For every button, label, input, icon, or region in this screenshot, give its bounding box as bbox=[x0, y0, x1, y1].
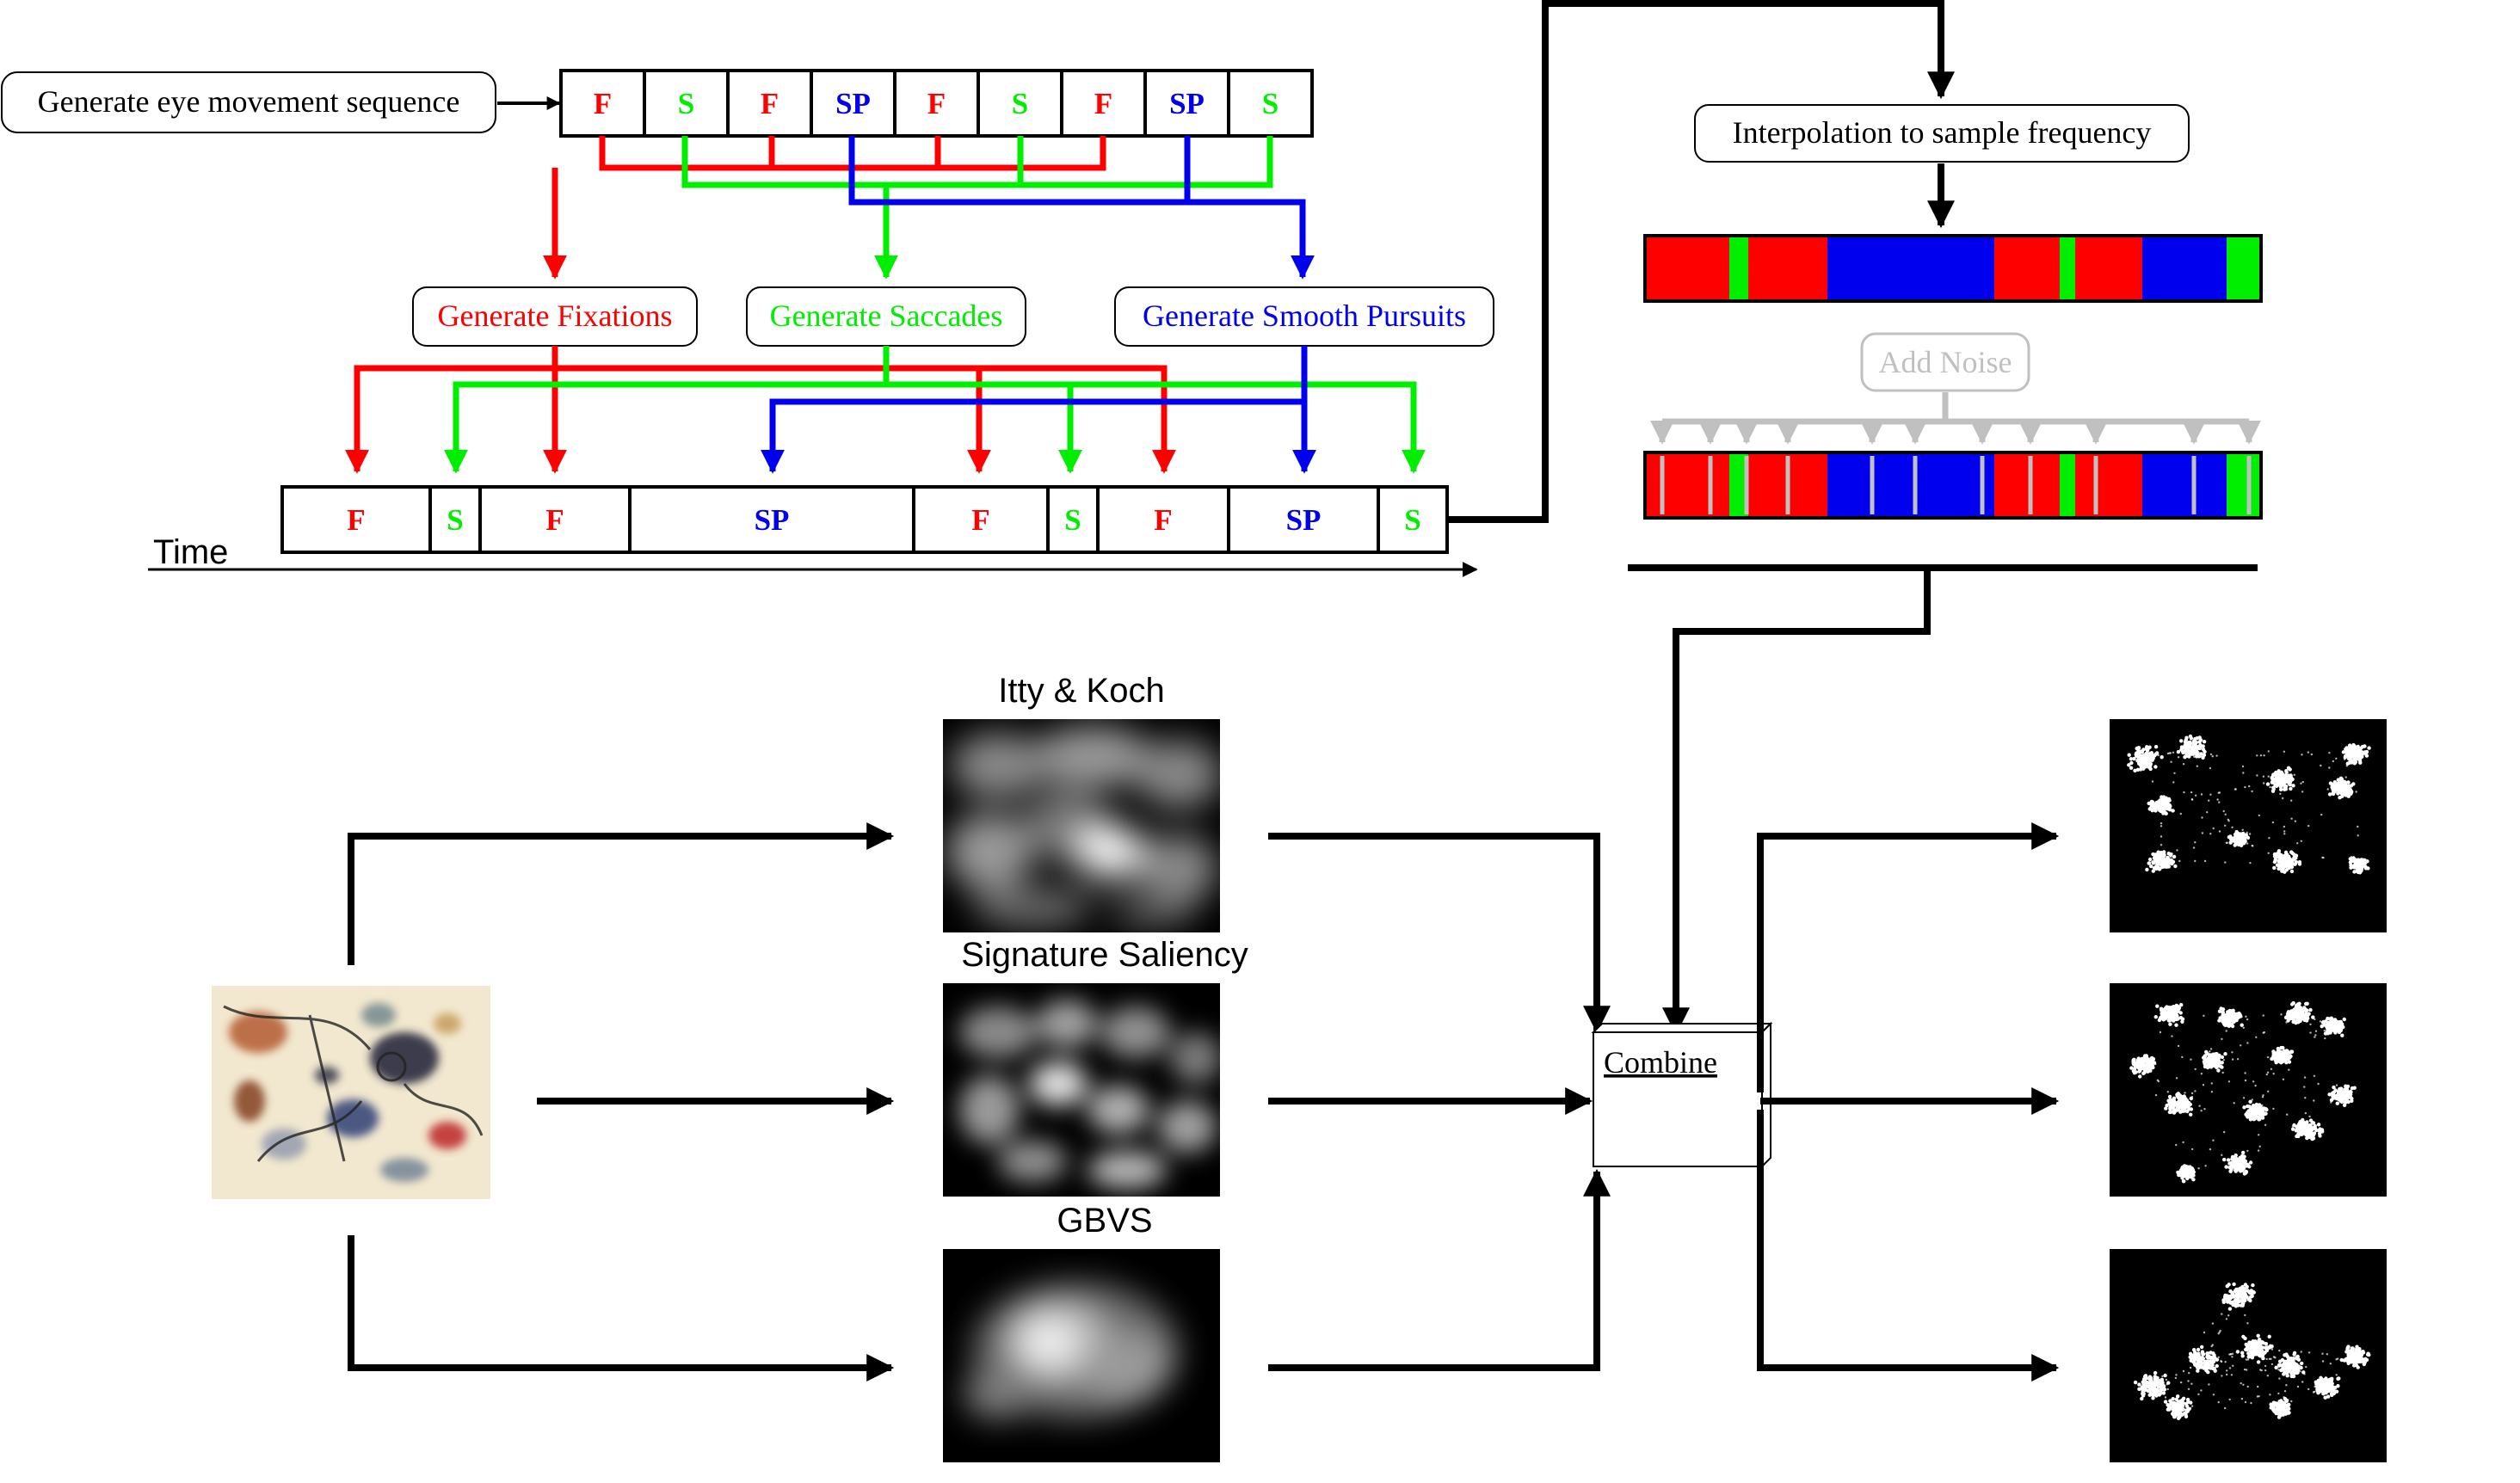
signal-segment bbox=[2060, 236, 2075, 301]
timeline-cell-label: F bbox=[347, 503, 365, 537]
routing-to-generators bbox=[543, 136, 1315, 280]
timeline-cell: S bbox=[1377, 485, 1449, 554]
itty-koch-caption: Itty & Koch bbox=[998, 672, 1164, 710]
timeline-cell: F bbox=[912, 485, 1050, 554]
sequence-cell-label: F bbox=[594, 87, 612, 120]
sequence-cell: F bbox=[893, 69, 980, 138]
generate-saccades-box: Generate Saccades bbox=[746, 286, 1026, 347]
sequence-cell: S bbox=[977, 69, 1063, 138]
signal-segment bbox=[2075, 452, 2142, 518]
image-routing bbox=[348, 822, 895, 1381]
timeline-row: F S F SP F S F SP S bbox=[280, 485, 1449, 554]
signal-segment bbox=[1729, 236, 1748, 301]
timeline-cell-label: S bbox=[1064, 503, 1081, 537]
signal-segment bbox=[1645, 452, 1729, 518]
signal-bar-frame bbox=[1643, 451, 2263, 520]
timeline-cell-label: S bbox=[1404, 503, 1420, 537]
saliency-map-gbvs: GBVS bbox=[943, 1202, 1220, 1462]
sequence-cell: F bbox=[726, 69, 813, 138]
timeline-cell: F bbox=[1096, 485, 1230, 554]
combine-label: Combine bbox=[1604, 1045, 1717, 1080]
sequence-cell-label: S bbox=[678, 87, 694, 120]
signal-segment bbox=[1994, 236, 2060, 301]
signal-segment bbox=[2227, 452, 2261, 518]
signal-segment bbox=[1827, 452, 1994, 518]
interpolation-box: Interpolation to sample frequency bbox=[1694, 104, 2190, 163]
sequence-cell: F bbox=[1060, 69, 1147, 138]
sequence-cell-label: F bbox=[927, 87, 946, 120]
timeline-cell: SP bbox=[1227, 485, 1380, 554]
sequence-cell: SP bbox=[810, 69, 896, 138]
signal-segment bbox=[2060, 452, 2075, 518]
output-scanpath-3 bbox=[2110, 1249, 2387, 1462]
generate-sequence-box: Generate eye movement sequence bbox=[1, 71, 496, 133]
generate-sequence-label: Generate eye movement sequence bbox=[38, 84, 460, 119]
signal-segment bbox=[2142, 236, 2227, 301]
timeline-cell: S bbox=[1046, 485, 1100, 554]
time-axis-label: Time bbox=[153, 533, 228, 571]
timeline-cell-label: F bbox=[1154, 503, 1172, 537]
signal-segment bbox=[1748, 236, 1827, 301]
signal-segment bbox=[2227, 236, 2261, 301]
signal-bar-frame bbox=[1643, 234, 2263, 303]
input-painting-image bbox=[212, 986, 490, 1199]
sequence-row: F S F SP F S F SP S bbox=[559, 69, 1314, 138]
interpolation-label: Interpolation to sample frequency bbox=[1733, 115, 2152, 150]
generate-smooth-pursuits-box: Generate Smooth Pursuits bbox=[1114, 286, 1494, 347]
combine-to-outputs bbox=[1757, 822, 2060, 1381]
saliency-to-combine bbox=[1268, 833, 1611, 1371]
timeline-cell-label: F bbox=[545, 503, 564, 537]
gbvs-caption: GBVS bbox=[1057, 1202, 1152, 1240]
pursuit-route-arrow bbox=[1187, 199, 1315, 280]
sequence-cell-label: S bbox=[1012, 87, 1028, 120]
signal-segment bbox=[2075, 236, 2142, 301]
timeline-cell: SP bbox=[628, 485, 915, 554]
sequence-cell: F bbox=[559, 69, 646, 138]
timeline-cell-label: F bbox=[971, 503, 989, 537]
signal-segment bbox=[1994, 452, 2060, 518]
add-noise-box: Add Noise bbox=[1860, 332, 2030, 392]
add-noise-label: Add Noise bbox=[1879, 345, 2012, 379]
sequence-cell-label: S bbox=[1262, 87, 1278, 120]
timeline-cell: S bbox=[428, 485, 482, 554]
routing-to-timeline bbox=[345, 346, 1426, 474]
signal-segment bbox=[1827, 236, 1994, 301]
sequence-cell: S bbox=[643, 69, 730, 138]
generate-fixations-label: Generate Fixations bbox=[438, 298, 673, 333]
generate-saccades-label: Generate Saccades bbox=[770, 298, 1003, 333]
timeline-cell: F bbox=[478, 485, 632, 554]
signature-saliency-caption: Signature Saliency bbox=[961, 936, 1248, 974]
timeline-cell: F bbox=[280, 485, 432, 554]
signal-segment bbox=[1645, 236, 1729, 301]
sequence-cell: S bbox=[1227, 69, 1314, 138]
timeline-cell-label: SP bbox=[1286, 503, 1322, 537]
timeline-to-interpolation-arrow bbox=[1449, 0, 1955, 523]
signal-segment bbox=[2142, 452, 2227, 518]
output-scanpath-2 bbox=[2110, 983, 2387, 1197]
timeline-cell-label: S bbox=[447, 503, 463, 537]
sequence-cell-label: F bbox=[761, 87, 779, 120]
combine-box: Combine bbox=[1591, 1021, 1773, 1169]
sequence-cell-label: SP bbox=[835, 87, 871, 120]
timeline-cell-label: SP bbox=[755, 503, 790, 537]
signal-to-combine-arrow bbox=[1662, 568, 1931, 1036]
saliency-map-itty-koch: Itty & Koch bbox=[943, 672, 1220, 932]
interpolated-signal-bar bbox=[1643, 234, 2263, 303]
noisy-signal-bar bbox=[1643, 451, 2263, 520]
generate-smooth-pursuits-label: Generate Smooth Pursuits bbox=[1143, 298, 1466, 333]
sequence-cell: SP bbox=[1143, 69, 1230, 138]
sequence-cell-label: SP bbox=[1169, 87, 1205, 120]
output-scanpath-1 bbox=[2110, 719, 2387, 932]
generate-fixations-box: Generate Fixations bbox=[412, 286, 698, 347]
saliency-map-signature: Signature Saliency bbox=[943, 936, 1248, 1197]
noise-distribution-arrows bbox=[1650, 392, 2261, 445]
signal-segment bbox=[1729, 452, 1748, 518]
sequence-cell-label: F bbox=[1094, 87, 1112, 120]
